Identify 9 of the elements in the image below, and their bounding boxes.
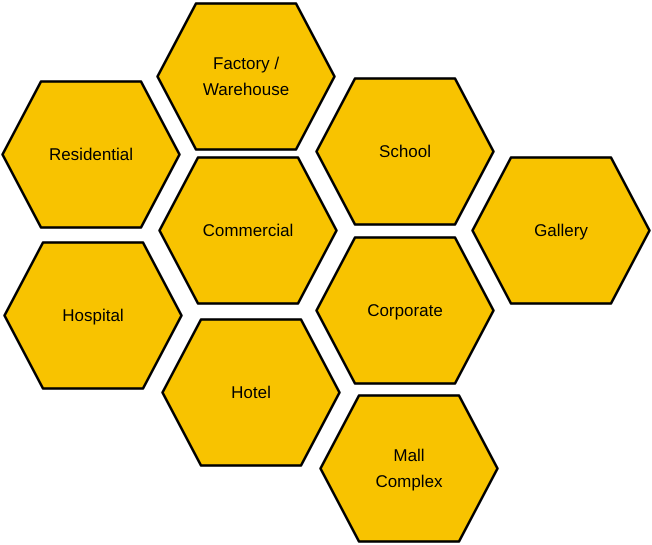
hexagon-label: Hospital <box>61 304 125 326</box>
hexagon-label: Hotel <box>230 382 272 404</box>
hexagon-label: Mall Complex <box>374 444 444 492</box>
hexagon-label: Residential <box>48 144 134 166</box>
hexagon-label: Corporate <box>366 300 444 322</box>
hexagon-label: School <box>378 140 432 162</box>
hexagon-label: Commercial <box>202 220 294 242</box>
hexagon-label: Gallery <box>533 220 589 242</box>
hexagon-label: Factory / Warehouse <box>202 52 290 100</box>
